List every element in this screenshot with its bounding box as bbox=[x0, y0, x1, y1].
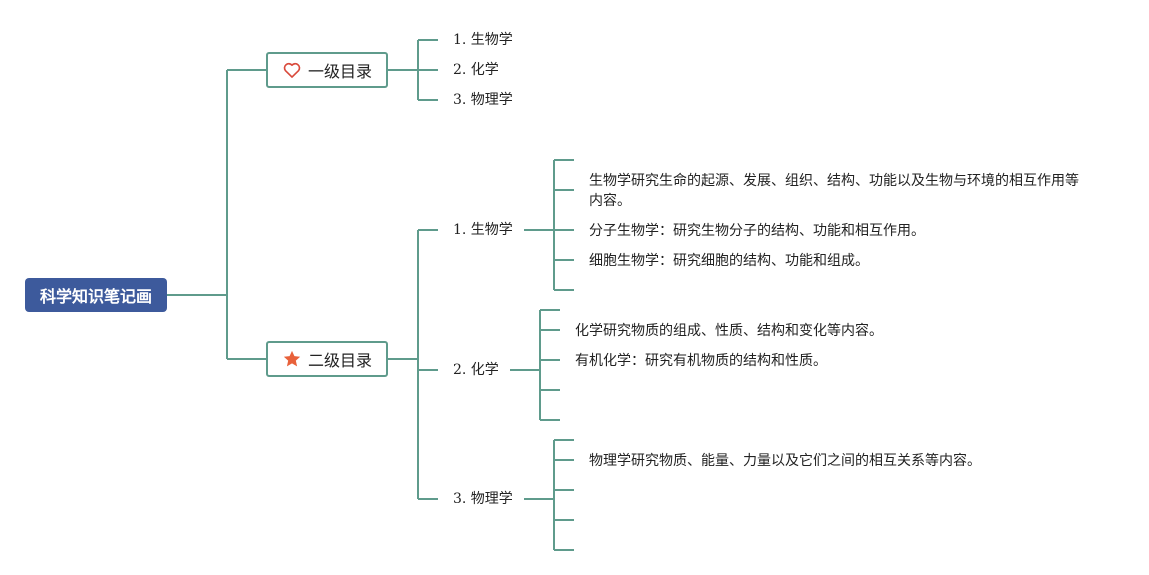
topic-level-2-chemistry[interactable]: 2. 化学 bbox=[453, 362, 499, 378]
note-chemistry-overview[interactable]: 化学研究物质的组成、性质、结构和变化等内容。 bbox=[575, 323, 883, 339]
note-biology-overview[interactable]: 生物学研究生命的起源、发展、组织、结构、功能以及生物与环境的相互作用等内容。 bbox=[589, 173, 1079, 209]
branch-node-level-1[interactable]: 一级目录 bbox=[266, 52, 388, 88]
topic-level-1-physics[interactable]: 3. 物理学 bbox=[453, 92, 513, 108]
note-molecular-biology[interactable]: 分子生物学：研究生物分子的结构、功能和相互作用。 bbox=[589, 223, 925, 239]
topic-level-1-chemistry[interactable]: 2. 化学 bbox=[453, 62, 499, 78]
topic-level-2-biology[interactable]: 1. 生物学 bbox=[453, 222, 513, 238]
branch-node-level-2-label: 二级目录 bbox=[307, 351, 372, 370]
note-organic-chemistry[interactable]: 有机化学：研究有机物质的结构和性质。 bbox=[575, 353, 827, 369]
topic-level-2-physics[interactable]: 3. 物理学 bbox=[453, 491, 513, 507]
branch-node-level-1-label: 一级目录 bbox=[307, 62, 372, 81]
root-node-label: 科学知识笔记画 bbox=[39, 287, 152, 306]
branch-node-level-2[interactable]: 二级目录 bbox=[266, 341, 388, 377]
topic-level-1-biology[interactable]: 1. 生物学 bbox=[453, 32, 513, 48]
root-node[interactable]: 科学知识笔记画 bbox=[25, 278, 167, 312]
note-cell-biology[interactable]: 细胞生物学：研究细胞的结构、功能和组成。 bbox=[589, 253, 869, 269]
note-physics-overview[interactable]: 物理学研究物质、能量、力量以及它们之间的相互关系等内容。 bbox=[589, 453, 981, 469]
star-icon bbox=[283, 350, 301, 367]
heart-outline-icon bbox=[283, 62, 301, 78]
